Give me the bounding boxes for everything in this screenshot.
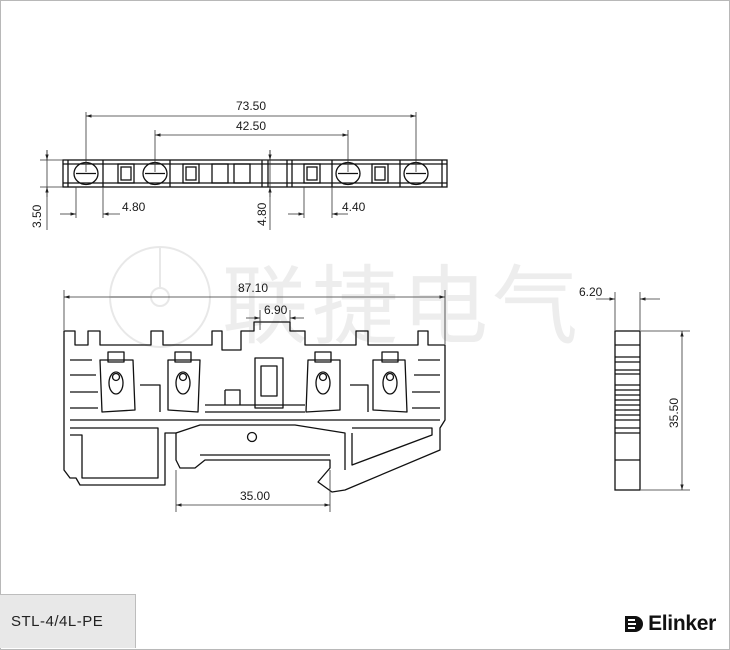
end-view [614, 330, 641, 491]
clamp-3 [305, 351, 341, 413]
dim-top-height: 3.50 [30, 204, 44, 228]
dim-top-center-pitch: 4.80 [255, 202, 269, 226]
brand-logo: Elinker [623, 612, 716, 636]
top-view-dimensions [40, 112, 417, 230]
part-number: STL-4/4L-PE [11, 613, 104, 630]
dim-top-overall: 73.50 [236, 99, 266, 113]
dim-side-slot: 6.90 [264, 303, 288, 317]
clamp-4 [372, 351, 408, 413]
dim-side-overall: 87.10 [238, 281, 268, 295]
elinker-logo-icon [625, 616, 644, 632]
dim-top-right-pitch: 4.40 [342, 200, 366, 214]
brand-name: Elinker [648, 612, 716, 635]
clamp-1 [99, 351, 136, 413]
top-view [62, 159, 448, 188]
clamp-2 [167, 351, 201, 413]
dim-side-rail: 35.00 [240, 489, 270, 503]
dim-top-inner: 42.50 [236, 119, 266, 133]
end-view-dimensions [596, 292, 690, 491]
watermark-text: 联捷电气 [222, 257, 582, 357]
dim-end-height: 35.50 [667, 398, 681, 428]
dim-top-left-pitch: 4.80 [122, 200, 146, 214]
part-number-box: STL-4/4L-PE [0, 594, 136, 648]
side-view [63, 321, 446, 493]
side-view-dimensions [63, 290, 446, 512]
dim-end-width: 6.20 [579, 285, 603, 299]
